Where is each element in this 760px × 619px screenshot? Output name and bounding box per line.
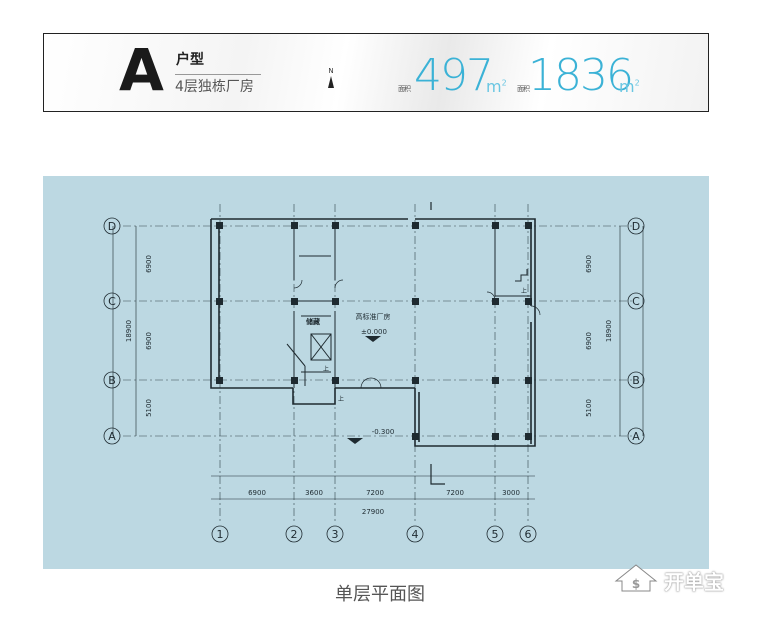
row-dim-left-2: 6900 <box>145 332 153 350</box>
col-dim-2: 3600 <box>305 489 323 497</box>
floor-plan-panel: D C B A D C B A 1 2 3 4 5 6 6900 3600 72… <box>43 176 709 569</box>
row-label-d: D <box>108 220 116 233</box>
col-label-3: 3 <box>332 528 339 541</box>
svg-text:$: $ <box>632 577 640 591</box>
row-label-a-right: A <box>632 430 640 443</box>
col-dim-5: 3000 <box>502 489 520 497</box>
house-logo-icon: $ <box>614 564 658 592</box>
row-label-c: C <box>108 295 116 308</box>
stair-up-label: 上 <box>323 365 329 373</box>
row-dim-right-1: 6900 <box>585 255 593 273</box>
row-dim-left-1: 6900 <box>145 255 153 273</box>
row-label-b: B <box>108 374 116 387</box>
room-name: 高标准厂房 <box>356 312 391 321</box>
entry-up-label: 上 <box>338 395 344 403</box>
unit-type-letter: A <box>119 36 164 104</box>
row-dim-right-2: 6900 <box>585 332 593 350</box>
col-dim-1: 6900 <box>248 489 266 497</box>
total-area-value: 1836 <box>528 50 634 101</box>
row-label-c-right: C <box>632 295 640 308</box>
floor-plan-drawing: D C B A D C B A 1 2 3 4 5 6 6900 3600 72… <box>103 202 645 543</box>
storage-label: 储藏 <box>305 317 320 326</box>
footprint-area-unit: m2 <box>486 77 507 96</box>
col-label-4: 4 <box>412 528 419 541</box>
floor-level: ±0.000 <box>361 328 387 336</box>
row-label-d-right: D <box>632 220 640 233</box>
col-label-6: 6 <box>525 528 532 541</box>
total-height-right: 18900 <box>605 320 613 342</box>
total-area-unit: m2 <box>619 77 640 96</box>
north-label: N <box>328 67 334 75</box>
total-height-left: 18900 <box>125 320 133 342</box>
outdoor-level: -0.300 <box>372 428 395 436</box>
plan-caption: 单层平面图 <box>335 584 425 605</box>
row-dim-left-3: 5100 <box>145 399 153 417</box>
total-width-dim: 27900 <box>362 508 384 516</box>
col-label-1: 1 <box>217 528 224 541</box>
header-banner: A 户型 4层独栋厂房 N 面积 497 m2 面积 1836 m2 <box>43 33 709 112</box>
north-arrow-icon: N <box>326 67 336 88</box>
watermark: $ 开单宝 <box>612 563 752 594</box>
col-label-5: 5 <box>492 528 499 541</box>
row-dim-right-3: 5100 <box>585 399 593 417</box>
watermark-text: 开单宝 <box>664 570 724 594</box>
area-icon: 面积 <box>398 85 411 93</box>
footprint-area-value: 497 <box>414 50 494 101</box>
unit-type-label: 户型 <box>176 52 204 68</box>
stair-up-label-2: 上 <box>521 287 527 295</box>
col-label-2: 2 <box>291 528 298 541</box>
row-label-b-right: B <box>632 374 640 387</box>
total-area-icon: 面积 <box>517 85 530 93</box>
col-dim-4: 7200 <box>446 489 464 497</box>
unit-type-description: 4层独栋厂房 <box>175 74 261 96</box>
row-label-a: A <box>108 430 116 443</box>
col-dim-3: 7200 <box>366 489 384 497</box>
